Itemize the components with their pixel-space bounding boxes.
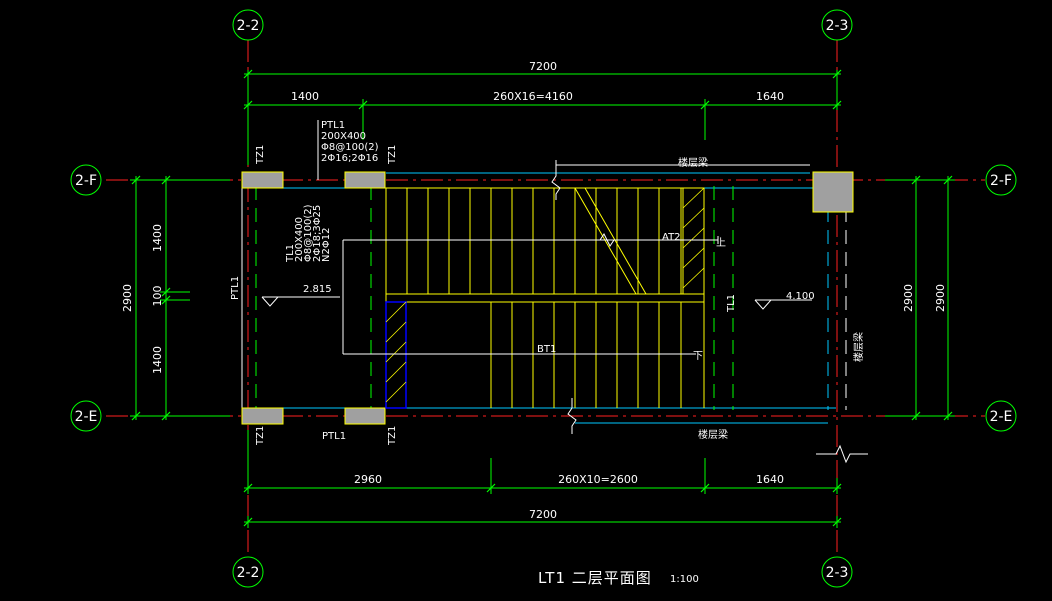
label-tz1: TZ1 (387, 426, 398, 446)
dim-left-seg-2: 100 (151, 286, 164, 307)
svg-text:200X400: 200X400 (294, 217, 305, 262)
dim-top-seg-2: 260X16=4160 (493, 90, 573, 103)
axis-bubble-2-2-bottom: 2-2 (232, 556, 264, 588)
label-tz1: TZ1 (387, 145, 398, 165)
dim-bottom-seg-3: 1640 (756, 473, 784, 486)
stair-flights (385, 187, 705, 408)
svg-text:2-F: 2-F (75, 173, 97, 189)
label-bt1: BT1 (537, 344, 556, 355)
label-down: 下 (693, 351, 703, 362)
dimension-lines (130, 70, 955, 528)
axis-bubble-2-3-bottom: 2-3 (821, 556, 853, 588)
label-ptl1-bottom: PTL1 (322, 431, 346, 442)
svg-text:2Φ18;3Φ25: 2Φ18;3Φ25 (312, 205, 323, 262)
dim-left-seg-3: 1400 (151, 346, 164, 374)
elevation-markers (261, 296, 812, 310)
svg-text:200X400: 200X400 (321, 131, 366, 142)
columns (241, 171, 854, 425)
axis-bubble-2-3-top: 2-3 (821, 9, 853, 41)
svg-text:2-2: 2-2 (237, 565, 260, 581)
dim-left-seg-1: 1400 (151, 224, 164, 252)
svg-text:2-3: 2-3 (826, 18, 849, 34)
axis-bubble-2-E-right: 2-E (985, 400, 1017, 432)
svg-text:N2Φ12: N2Φ12 (321, 228, 332, 262)
svg-text:2-F: 2-F (990, 173, 1012, 189)
column-tz1 (344, 407, 386, 425)
column-tz1 (344, 171, 386, 189)
svg-text:PTL1: PTL1 (321, 120, 345, 131)
svg-text:2-E: 2-E (990, 409, 1013, 425)
dim-bottom-total: 7200 (529, 508, 557, 521)
hatched-beams (385, 187, 705, 409)
wall-outlines (241, 172, 847, 424)
label-ptl1-left: PTL1 (230, 276, 241, 300)
dim-right-a: 2900 (902, 284, 915, 312)
dim-bottom-seg-2: 260X10=2600 (558, 473, 638, 486)
axis-bubble-2-E-left: 2-E (70, 400, 102, 432)
label-tz1: TZ1 (255, 426, 266, 446)
svg-text:Φ8@100(2): Φ8@100(2) (321, 142, 379, 153)
tl1-note: TL1 200X400 Φ8@100(2) 2Φ18;3Φ25 N2Φ12 (285, 204, 332, 263)
label-floor-beam-bottom: 楼层梁 (698, 428, 728, 441)
label-tz1: TZ1 (255, 145, 266, 165)
column-tz1 (241, 171, 284, 189)
axis-bubble-2-F-right: 2-F (985, 164, 1017, 196)
label-tl1: TL1 (726, 294, 737, 313)
drawing-title: LT1 二层平面图 (538, 569, 652, 587)
svg-text:2Φ16;2Φ16: 2Φ16;2Φ16 (321, 153, 378, 164)
svg-text:2-3: 2-3 (826, 565, 849, 581)
dimension-ticks (131, 69, 953, 527)
dim-right-b: 2900 (934, 284, 947, 312)
dim-bottom-seg-1: 2960 (354, 473, 382, 486)
dim-top-total: 7200 (529, 60, 557, 73)
column-tz1 (241, 407, 284, 425)
label-up: 上 (716, 237, 726, 249)
dim-left-total: 2900 (121, 284, 134, 312)
svg-text:Φ8@100(2): Φ8@100(2) (303, 204, 314, 262)
svg-text:2-E: 2-E (75, 409, 98, 425)
level-landing: 2.815 (303, 284, 332, 295)
label-floor-beam-top: 楼层梁 (678, 156, 708, 169)
ptl1-note: PTL1 200X400 Φ8@100(2) 2Φ16;2Φ16 (321, 120, 379, 164)
drawing-scale: 1:100 (670, 574, 699, 585)
column-corner (812, 171, 854, 213)
stair-direction-arrows (342, 236, 719, 355)
label-floor-beam-right: 楼层梁 (852, 332, 865, 362)
label-at2: AT2 (662, 232, 681, 243)
svg-text:2-2: 2-2 (237, 18, 260, 34)
dim-top-seg-1: 1400 (291, 90, 319, 103)
svg-text:TL1: TL1 (285, 244, 296, 263)
dim-top-seg-3: 1640 (756, 90, 784, 103)
level-floor: 4.100 (786, 291, 815, 302)
axis-bubble-2-F-left: 2-F (70, 164, 102, 196)
axis-bubble-2-2-top: 2-2 (232, 9, 264, 41)
